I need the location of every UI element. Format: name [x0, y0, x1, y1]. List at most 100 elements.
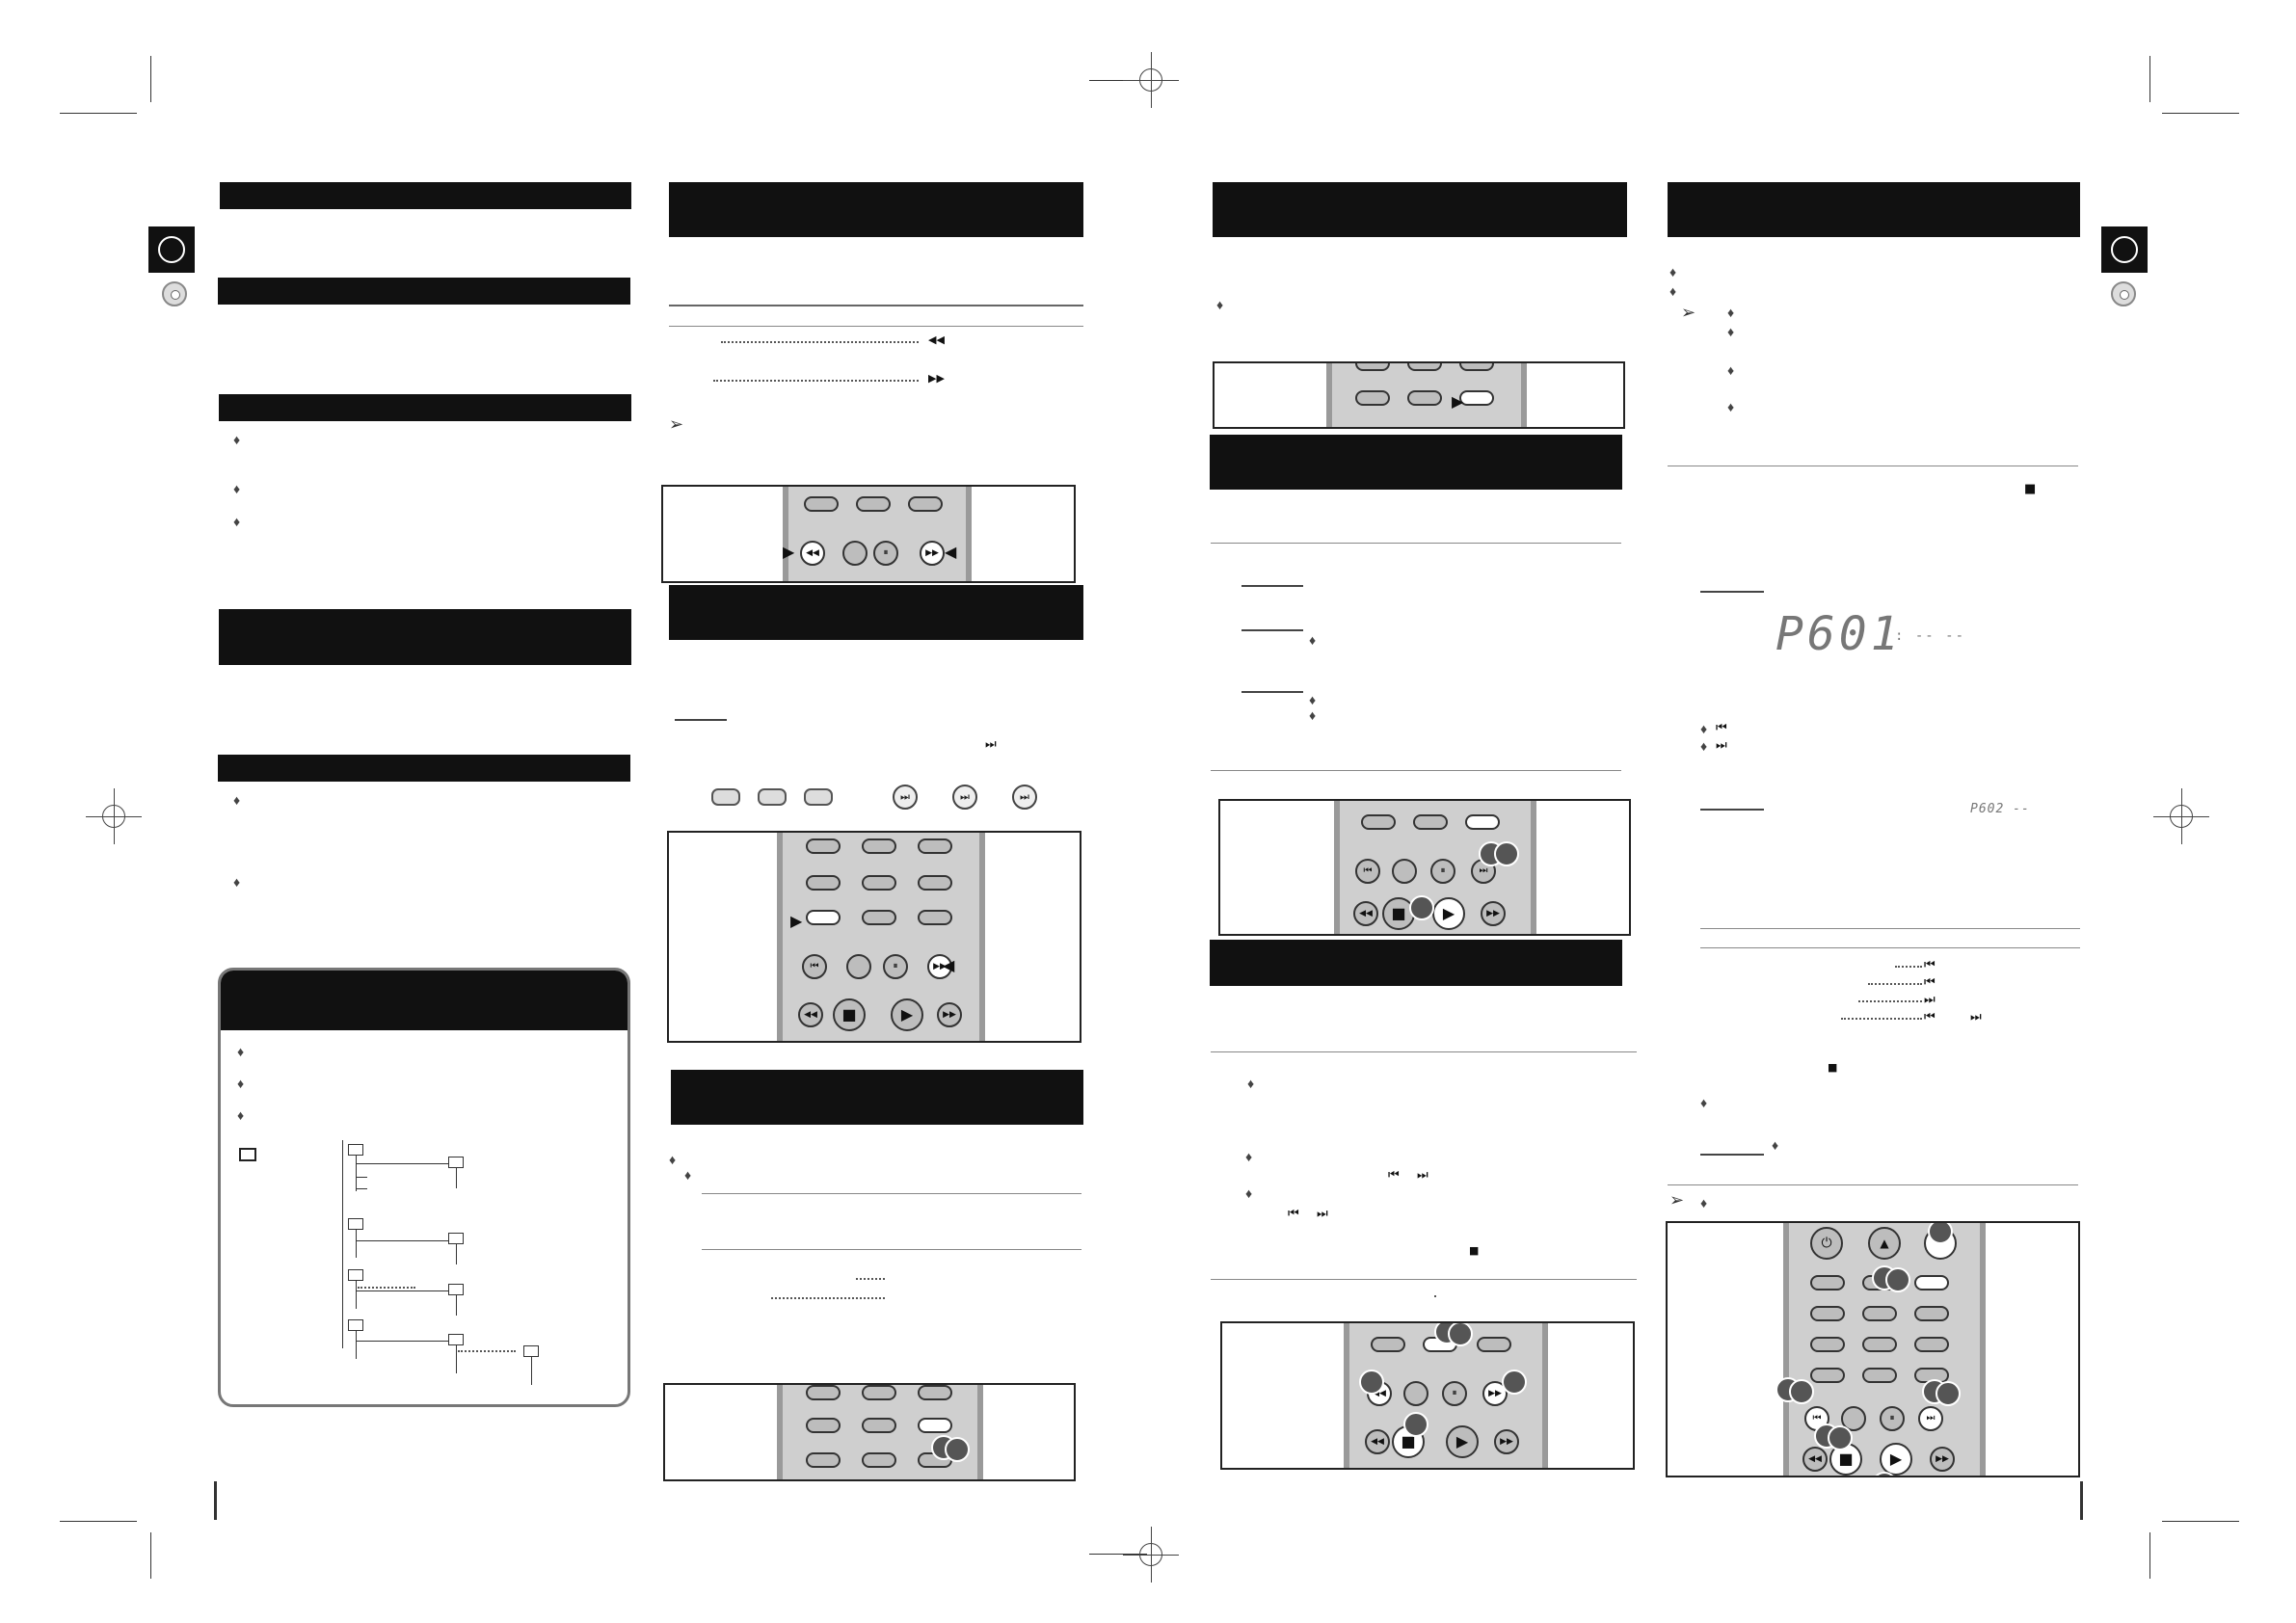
registration-mark	[1123, 52, 1179, 108]
repeat-button[interactable]	[1465, 814, 1500, 830]
bullet-diamond: ♦	[1700, 721, 1708, 736]
remote-key	[856, 496, 891, 512]
step-callout	[1448, 1323, 1473, 1346]
remote-body: ⏻ ▲ ⏮ ⏸ ⏭ ◀◀ ■ ▶ ▶▶	[1783, 1223, 1986, 1476]
power-button[interactable]: ⏻	[1810, 1227, 1843, 1260]
remote-key	[862, 1385, 896, 1400]
stop-button[interactable]: ■	[833, 998, 866, 1031]
pointer-arrow-icon: ◀	[945, 543, 957, 561]
registration-mark	[2153, 788, 2209, 844]
play-button[interactable]: ▶	[1880, 1443, 1912, 1476]
skip-forward-icon: ⏭	[952, 785, 977, 810]
remote-key	[862, 1452, 896, 1468]
pause-button[interactable]: ⏸	[1442, 1381, 1467, 1406]
rewind-button[interactable]: ◀◀	[1802, 1447, 1828, 1472]
skip-forward-symbol: ⏭	[1924, 993, 1936, 1007]
section-rule	[1700, 947, 2080, 948]
bullet-diamond: ♦	[237, 1076, 245, 1091]
random-button[interactable]	[1459, 390, 1494, 406]
remote-key-round	[1392, 859, 1417, 884]
remote-key	[806, 1452, 841, 1468]
note-arrow-icon: ➢	[1681, 303, 1696, 323]
tree-line	[342, 1140, 343, 1348]
bullet-diamond: ♦	[669, 1152, 677, 1167]
eject-button[interactable]: ▲	[1868, 1227, 1901, 1260]
play-button[interactable]: ▶	[1432, 897, 1465, 930]
tree-line	[356, 1280, 357, 1309]
section-rule	[669, 305, 1083, 306]
remote-illustration-mode	[663, 1383, 1076, 1481]
skip-forward-button[interactable]: ▶▶	[927, 954, 952, 979]
bullet-diamond: ♦	[1216, 297, 1224, 312]
rewind-button[interactable]: ◀◀	[1353, 901, 1378, 926]
remote-illustration-repeat: ⏮ ⏸ ⏭ ◀◀ ■ ▶ ▶▶	[1218, 799, 1631, 936]
folder-structure-panel: ♦ ♦ ♦	[218, 968, 630, 1407]
rewind-symbol: ◀◀	[928, 333, 945, 346]
note-arrow-icon: ➢	[1669, 1190, 1685, 1211]
bullet-diamond: ♦	[1700, 738, 1708, 754]
skip-back-button[interactable]: ⏮	[802, 954, 827, 979]
registration-mark	[86, 788, 142, 844]
remote-key	[806, 838, 841, 854]
pause-button[interactable]: ⏸	[1880, 1406, 1905, 1431]
tree-line	[456, 1344, 457, 1373]
pause-button[interactable]: ⏸	[873, 541, 898, 566]
section-header-bar	[1213, 182, 1627, 237]
bullet-diamond: ♦	[1309, 707, 1317, 723]
play-button[interactable]: ▶	[1446, 1425, 1479, 1458]
disc-skip-button[interactable]	[806, 910, 841, 925]
remote-key	[1810, 1368, 1845, 1383]
crop-mark	[2162, 1521, 2239, 1522]
leader-dots	[713, 380, 919, 382]
remote-key	[862, 838, 896, 854]
skip-back-symbol: ⏮	[1924, 1010, 1936, 1024]
forward-button[interactable]: ▶▶	[937, 1002, 962, 1027]
remote-key	[862, 1418, 896, 1433]
step-callout	[1502, 1370, 1527, 1395]
remote-key	[918, 1385, 952, 1400]
rewind-button[interactable]: ◀◀	[800, 541, 825, 566]
forward-button[interactable]: ▶▶	[920, 541, 945, 566]
skip-forward-button[interactable]: ⏭	[1918, 1406, 1943, 1431]
section-header-bar	[218, 755, 630, 782]
forward-button[interactable]: ▶▶	[1930, 1447, 1955, 1472]
disc-tab-icon	[2111, 236, 2138, 263]
stop-symbol: ■	[1469, 1244, 1480, 1257]
bullet-diamond: ♦	[1669, 283, 1677, 299]
tree-line	[356, 1177, 367, 1178]
play-button[interactable]: ▶	[891, 998, 923, 1031]
remote-key	[1862, 1337, 1897, 1352]
bullet-diamond: ♦	[233, 481, 241, 496]
step-callout	[1936, 1381, 1961, 1406]
forward-button[interactable]: ▶▶	[1494, 1429, 1519, 1454]
leader-dots	[1868, 983, 1922, 985]
pause-button[interactable]: ⏸	[883, 954, 908, 979]
pause-button[interactable]: ⏸	[1430, 859, 1455, 884]
forward-symbol: ▶▶	[928, 372, 945, 385]
bullet-diamond: ♦	[1309, 692, 1317, 707]
skip-back-button[interactable]: ⏮	[1355, 859, 1380, 884]
chapter-tab	[2101, 226, 2148, 273]
tree-path-dotted	[458, 1350, 516, 1352]
bullet-diamond: ♦	[684, 1167, 692, 1183]
rewind-button[interactable]: ◀◀	[798, 1002, 823, 1027]
step-callout	[1828, 1425, 1853, 1450]
forward-button[interactable]: ▶▶	[1481, 901, 1506, 926]
memory-button[interactable]	[1914, 1275, 1949, 1290]
bullet-diamond: ♦	[1727, 362, 1735, 378]
leader-dots	[1858, 1000, 1922, 1002]
remote-key	[1355, 390, 1390, 406]
tree-line	[356, 1341, 448, 1342]
tree-line	[356, 1290, 448, 1291]
bullet-diamond: ♦	[1669, 264, 1677, 279]
disc-tab-icon	[158, 236, 185, 263]
step-callout	[945, 1437, 970, 1462]
bullet-diamond: ♦	[1245, 1149, 1253, 1164]
bullet-diamond: ♦	[1247, 1076, 1255, 1091]
disc-button-icon	[804, 788, 833, 806]
rewind-button[interactable]: ◀◀	[1365, 1429, 1390, 1454]
disc-icon	[162, 281, 187, 306]
mode-button[interactable]	[918, 1418, 952, 1433]
label-underline	[1241, 691, 1303, 693]
section-header-bar	[219, 609, 631, 665]
